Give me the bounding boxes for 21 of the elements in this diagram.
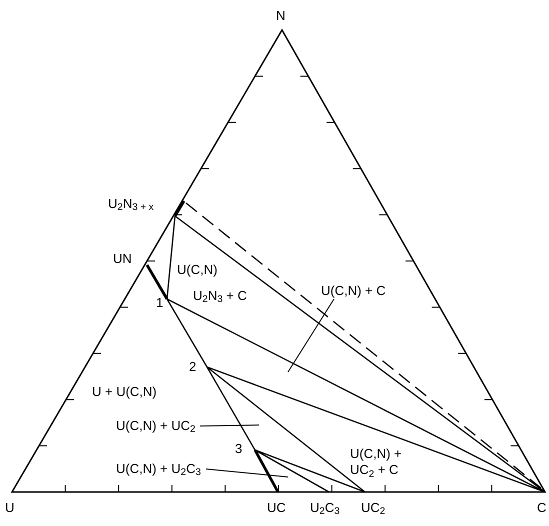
phase-label: 3	[235, 441, 242, 458]
phase-label: U$_{2}$C$_{3}$	[310, 500, 340, 516]
phase-label: U(C,N)	[177, 262, 218, 278]
phase-label: N	[276, 8, 286, 24]
phase-label: 2	[189, 359, 196, 376]
phase-region-label: U(C,N) + C	[320, 283, 387, 300]
phase-region-label: U(C,N) + UC$_{2}$	[115, 418, 196, 434]
leader-line	[200, 424, 260, 426]
leader-line	[288, 298, 334, 372]
phase-label: UC$_{2}$	[361, 500, 386, 516]
phase-label: UC	[267, 500, 286, 516]
phase-label: U(C,N) + UC$_{2}$ + C	[350, 446, 403, 478]
phase-label: U$_{2}$N$_{3 + x}$	[108, 196, 154, 212]
phase-label: U + U(C,N)	[92, 384, 157, 400]
phase-region-label: U(C,N) + U$_{2}$C$_{3}$	[115, 461, 202, 478]
phase-label: UN	[113, 251, 132, 268]
phase-label: 1	[156, 295, 164, 312]
leader-line	[206, 468, 288, 478]
phase-label: C	[537, 500, 546, 516]
phase-label: U	[5, 500, 14, 516]
phase-label: U$_{2}$N$_{3}$ + C	[193, 288, 247, 304]
